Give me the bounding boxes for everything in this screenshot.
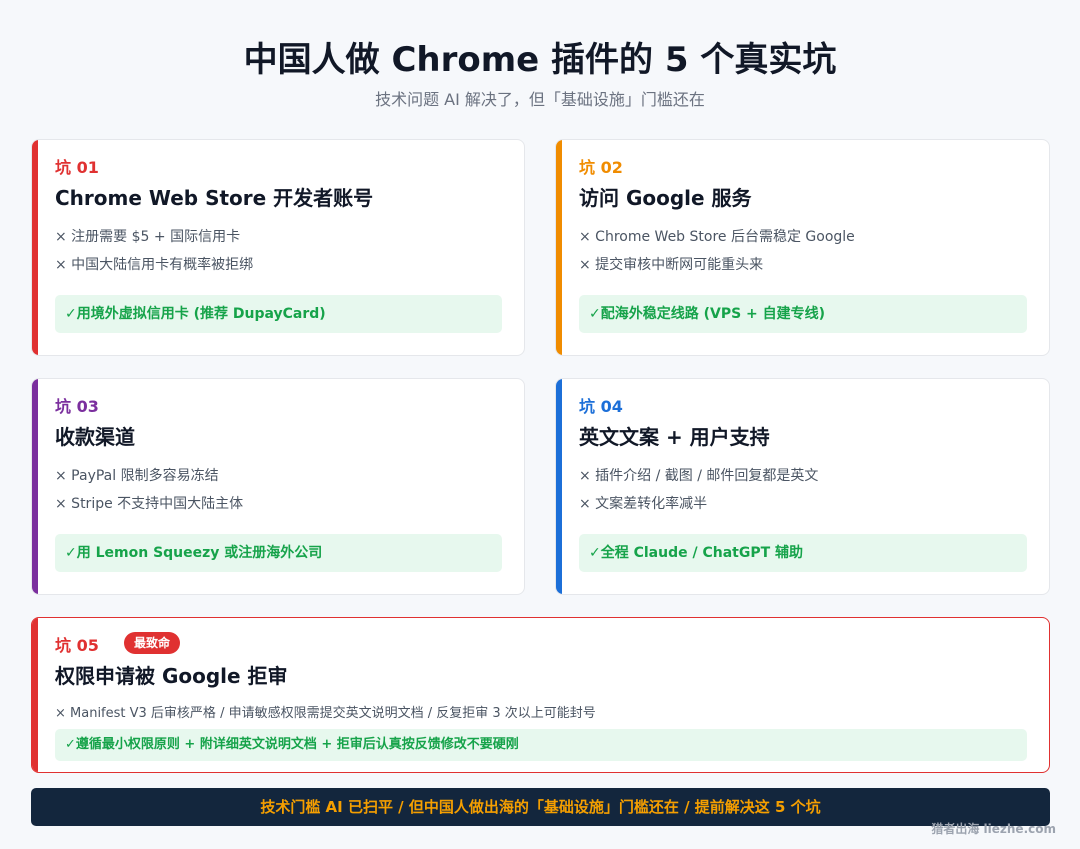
card-accent-bar	[32, 618, 38, 772]
card-solution: ✓用境外虚拟信用卡 (推荐 DupayCard)	[55, 295, 502, 333]
card-issue: × PayPal 限制多容易冻结	[55, 468, 219, 484]
card-number: 坑 04	[579, 397, 623, 416]
pitfall-card-05: 坑 05 最致命 权限申请被 Google 拒审 × Manifest V3 后…	[31, 617, 1050, 773]
card-issue: × 插件介绍 / 截图 / 邮件回复都是英文	[579, 468, 819, 484]
card-solution: ✓配海外稳定线路 (VPS + 自建专线)	[579, 295, 1027, 333]
card-number: 坑 01	[55, 158, 99, 177]
card-solution: ✓用 Lemon Squeezy 或注册海外公司	[55, 534, 502, 572]
page-subtitle: 技术问题 AI 解决了，但「基础设施」门槛还在	[375, 90, 705, 109]
card-title: Chrome Web Store 开发者账号	[55, 186, 374, 210]
card-issue: × Manifest V3 后审核严格 / 申请敏感权限需提交英文说明文档 / …	[55, 706, 596, 721]
card-number: 坑 05	[55, 636, 99, 655]
footer-banner: 技术门槛 AI 已扫平 / 但中国人做出海的「基础设施」门槛还在 / 提前解决这…	[31, 788, 1050, 826]
card-issue: × 中国大陆信用卡有概率被拒绑	[55, 257, 254, 273]
card-accent-bar	[556, 140, 562, 355]
pitfall-card-01: 坑 01 Chrome Web Store 开发者账号 × 注册需要 $5 + …	[31, 139, 525, 356]
most-fatal-badge: 最致命	[124, 632, 181, 654]
card-accent-bar	[32, 140, 38, 355]
card-solution: ✓全程 Claude / ChatGPT 辅助	[579, 534, 1027, 572]
page-title: 中国人做 Chrome 插件的 5 个真实坑	[243, 40, 837, 80]
pitfall-card-04: 坑 04 英文文案 + 用户支持 × 插件介绍 / 截图 / 邮件回复都是英文 …	[555, 378, 1050, 595]
card-issue: × Chrome Web Store 后台需稳定 Google	[579, 229, 855, 245]
pitfall-card-03: 坑 03 收款渠道 × PayPal 限制多容易冻结 × Stripe 不支持中…	[31, 378, 525, 595]
card-solution: ✓遵循最小权限原则 + 附详细英文说明文档 + 拒审后认真按反馈修改不要硬刚	[55, 729, 1027, 761]
card-title: 收款渠道	[55, 425, 135, 449]
card-issue: × 注册需要 $5 + 国际信用卡	[55, 229, 241, 245]
card-issue: × 文案差转化率减半	[579, 496, 708, 512]
card-title: 权限申请被 Google 拒审	[55, 664, 288, 688]
card-issue: × 提交审核中断网可能重头来	[579, 257, 764, 273]
card-accent-bar	[32, 379, 38, 594]
card-issue: × Stripe 不支持中国大陆主体	[55, 496, 244, 512]
card-title: 访问 Google 服务	[579, 186, 752, 210]
card-number: 坑 03	[55, 397, 99, 416]
watermark: 猎者出海 liezhe.com	[931, 822, 1056, 836]
pitfall-card-02: 坑 02 访问 Google 服务 × Chrome Web Store 后台需…	[555, 139, 1050, 356]
card-number: 坑 02	[579, 158, 623, 177]
card-title: 英文文案 + 用户支持	[579, 425, 770, 449]
card-accent-bar	[556, 379, 562, 594]
